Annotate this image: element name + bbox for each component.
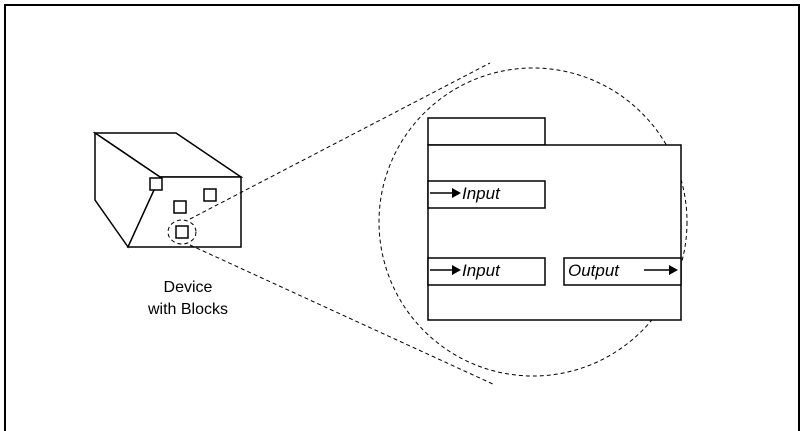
output-port-label: Output [568, 261, 620, 280]
device-label-line1: Device [164, 279, 213, 296]
block-detail: Input Input Output [427, 117, 682, 321]
focus-circle-large [378, 67, 688, 377]
figure-frame [4, 4, 800, 431]
input-port-top-label: Input [462, 184, 501, 203]
output-arrow-head [669, 265, 678, 275]
focus-circle-small [167, 219, 197, 245]
input-arrow-bottom-head [452, 265, 461, 275]
cube-block-3 [173, 200, 187, 214]
input-port-bottom-label: Input [462, 261, 501, 280]
block-body [427, 144, 682, 321]
device-label-line2: with Blocks [147, 301, 228, 318]
output-port [563, 257, 682, 286]
input-arrow-top-head [452, 188, 461, 198]
zoom-line-top [189, 62, 491, 220]
input-port-top [427, 180, 546, 209]
cube-block-2 [203, 188, 217, 202]
cube-block-1 [149, 177, 163, 191]
cube-block-highlighted [175, 225, 189, 239]
input-port-bottom [427, 257, 546, 286]
block-tab [427, 117, 546, 146]
device-cube [92, 131, 244, 249]
